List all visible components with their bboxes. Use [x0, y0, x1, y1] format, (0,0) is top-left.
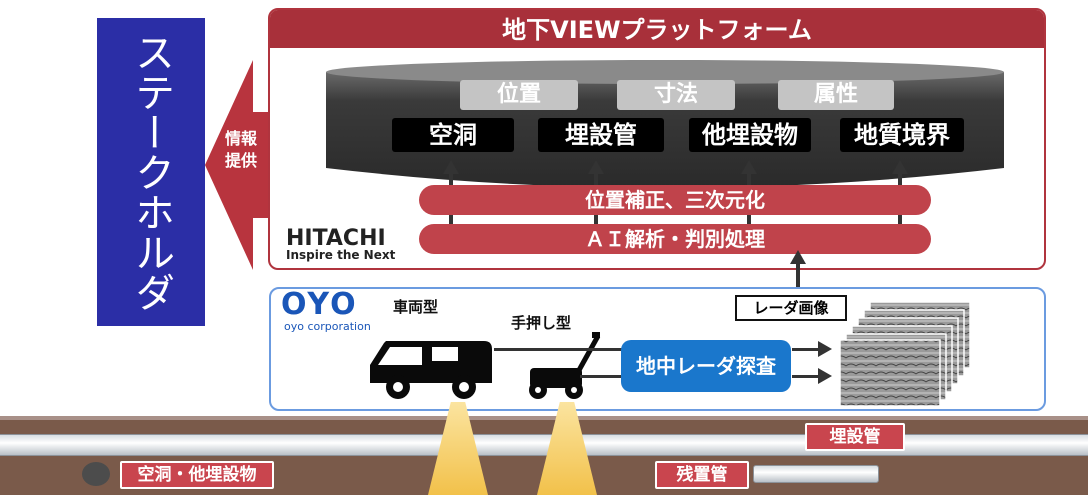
info-label-line2: 提供 [224, 151, 257, 170]
hitachi-tagline: Inspire the Next [286, 248, 396, 262]
gpr-survey-box: 地中レーダ探査 [621, 340, 791, 392]
process-bar-3d: 位置補正、三次元化 [419, 185, 931, 215]
survey-arrows [494, 341, 832, 384]
cavity-label: 空洞・他埋設物 [120, 461, 274, 489]
abandoned-pipe-label: 残置管 [655, 461, 749, 489]
platform-title: 地下VIEWプラットフォーム [270, 10, 1044, 48]
info-label-line1: 情報 [224, 129, 257, 148]
radar-image-label: レーダ画像 [735, 295, 847, 321]
attribute-tag: 属性 [778, 80, 894, 110]
attribute-tag: 寸法 [617, 80, 735, 110]
vehicle-type-label: 車両型 [393, 298, 439, 316]
hitachi-logo: HITACHI [286, 226, 386, 251]
buried-pipe [0, 434, 1088, 456]
push-cart-icon [529, 332, 601, 399]
attribute-tag: 位置 [460, 80, 578, 110]
stakeholder-label: ステークホルダー [20, 32, 174, 312]
target-tag: 空洞 [392, 118, 514, 152]
oyo-subtitle: oyo corporation [284, 320, 371, 333]
oyo-logo: OYO [281, 287, 358, 322]
target-tag: 地質境界 [840, 118, 964, 152]
abandoned-pipe [753, 465, 879, 483]
stakeholder-box [97, 18, 205, 326]
info-provision-arrow [205, 60, 275, 270]
info-provision-label: 情報 提供 [216, 128, 266, 172]
ground-surface [0, 416, 1088, 422]
radar-image-stack [839, 301, 971, 407]
buried-pipe-label: 埋設管 [805, 423, 905, 451]
van-icon [370, 341, 492, 399]
radar-up-arrow [790, 250, 806, 296]
target-tag: 他埋設物 [689, 118, 811, 152]
process-bar-ai: ＡＩ解析・判別処理 [419, 224, 931, 254]
push-type-label: 手押し型 [511, 314, 572, 332]
cavity-icon [82, 462, 110, 486]
target-tag: 埋設管 [538, 118, 664, 152]
